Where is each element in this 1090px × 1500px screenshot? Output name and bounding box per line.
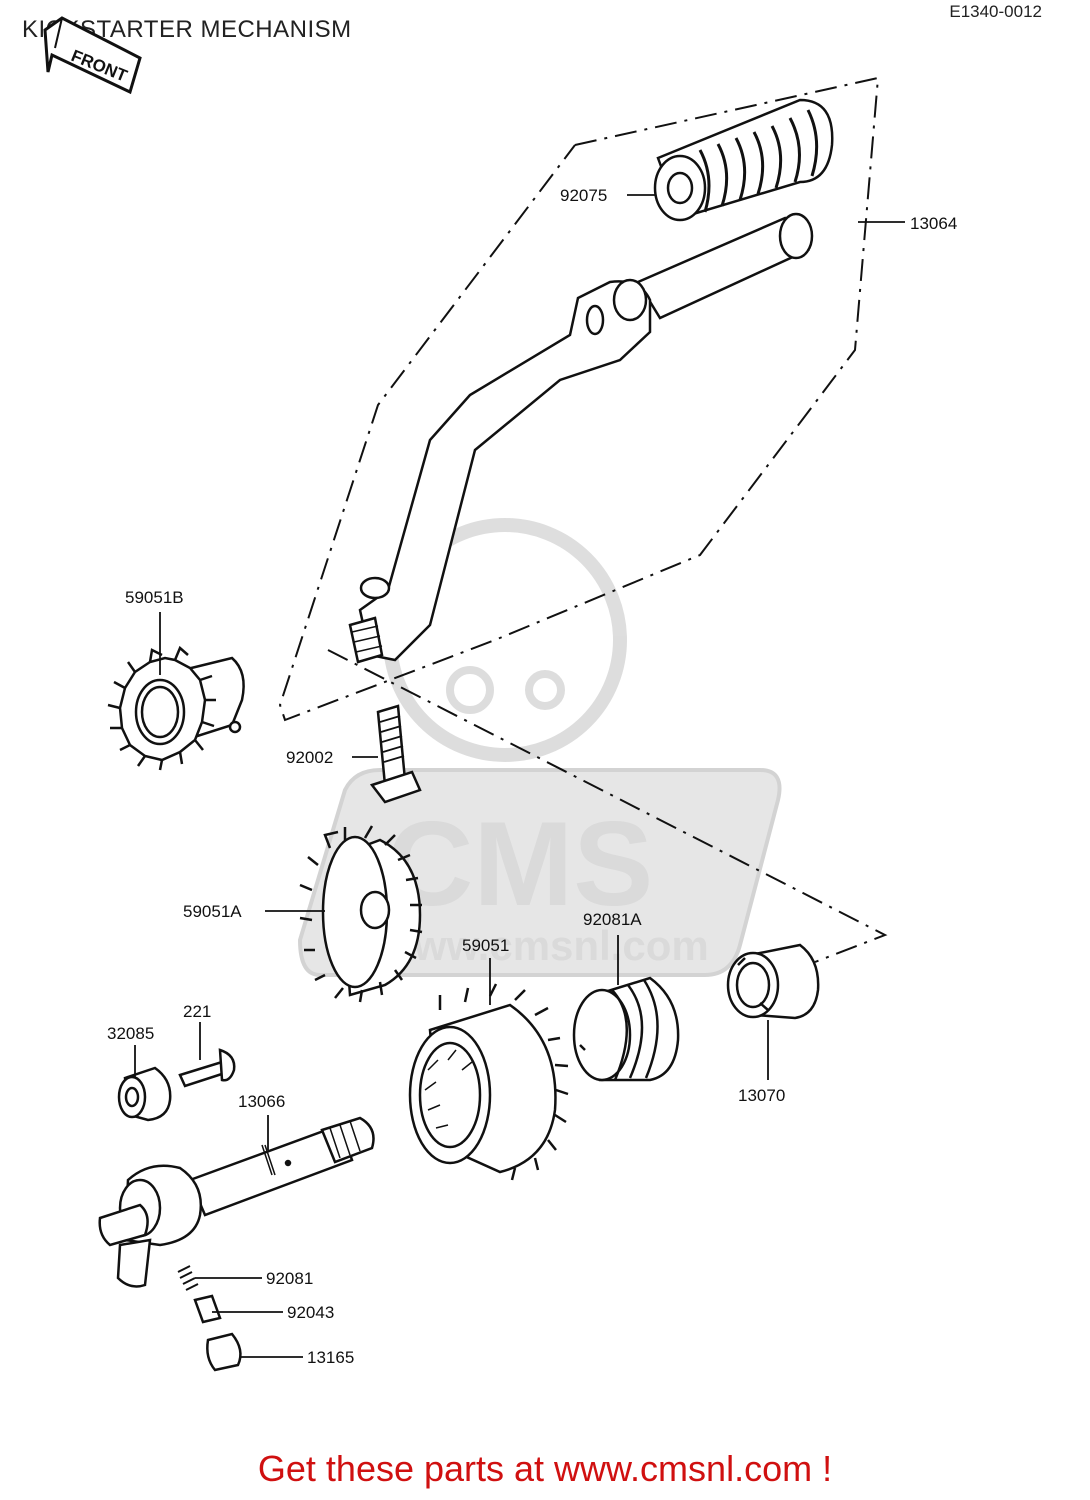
cap-32085 [117,1066,172,1122]
gear-59051 [408,983,569,1181]
spring-92081 [177,1265,199,1291]
part-label-92081: 92081 [266,1269,313,1288]
kick-lever-arm [348,212,814,664]
part-label-59051A: 59051A [183,902,242,921]
part-label-59051B: 59051B [125,588,184,607]
part-label-92043: 92043 [287,1303,334,1322]
part-label-92081A: 92081A [583,910,642,929]
kickstarter-shaft-13066 [98,1116,375,1288]
part-number-labels: 92075 13064 59051B 92002 59051A 92081A 5… [107,186,957,1367]
part-label-13070: 13070 [738,1086,785,1105]
kick-pedal-rubber [653,98,834,222]
footer-link-text[interactable]: Get these parts at www.cmsnl.com ! [0,1448,1090,1490]
part-label-13165: 13165 [307,1348,354,1367]
gear-59051B [107,645,245,771]
collar-13070 [726,943,820,1020]
gear-59051A [299,825,423,1003]
part-label-13066: 13066 [238,1092,285,1111]
part-label-92075: 92075 [560,186,607,205]
part-label-221: 221 [183,1002,211,1021]
watermark-url: www.cmsnl.com [380,922,709,969]
watermark-brand: CMS [387,797,654,931]
bolt-92002 [369,704,422,804]
pin-92043 [193,1294,222,1324]
footer-link[interactable]: Get these parts at www.cmsnl.com ! [257,1448,833,1489]
part-label-59051: 59051 [462,936,509,955]
cap-13165 [206,1332,242,1372]
diagram-code: E1340-0012 [949,2,1042,21]
part-label-13064: 13064 [910,214,957,233]
front-arrow-tag: FRONT [43,16,142,95]
pin-221 [178,1048,236,1088]
part-label-92002: 92002 [286,748,333,767]
spring-92081A [572,976,680,1082]
part-label-32085: 32085 [107,1024,154,1043]
leader-lines [134,194,905,1358]
kick-lever-assembly-outline [278,76,888,963]
